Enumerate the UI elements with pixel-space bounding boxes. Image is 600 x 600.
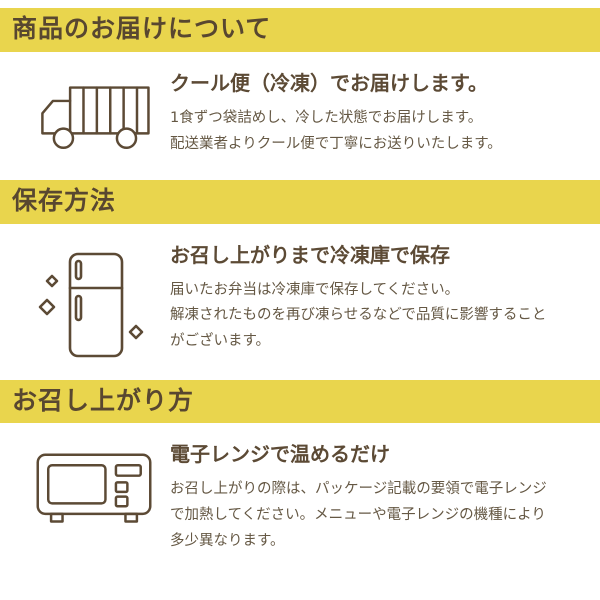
section-header-how-to-eat: お召し上がり方 xyxy=(0,379,600,424)
section-how-to-eat: お召し上がり方 電子レンジで温め xyxy=(0,379,600,571)
storage-body: 届いたお弁当は冷凍庫で保存してください。 解凍されたものを再び凍らせるなどで品質… xyxy=(170,281,547,350)
delivery-text-block: クール便（冷凍）でお届けします。 1食ずつ袋詰めし、冷した状態でお届けします。 … xyxy=(170,68,550,158)
section-content-how-to-eat: 電子レンジで温めるだけ お召し上がりの際は、パッケージ記載の要領で電子レンジで加… xyxy=(0,423,600,570)
refrigerator-icon xyxy=(18,240,170,364)
section-content-delivery: クール便（冷凍）でお届けします。 1食ずつ袋詰めし、冷した状態でお届けします。 … xyxy=(0,52,600,180)
microwave-icon xyxy=(18,439,170,531)
storage-text-block: お召し上がりまで冷凍庫で保存 届いたお弁当は冷凍庫で保存してください。 解凍され… xyxy=(170,240,550,355)
delivery-body: 1食ずつ袋詰めし、冷した状態でお届けします。 配送業者よりクール便で丁寧にお送り… xyxy=(170,109,502,152)
section-header-storage: 保存方法 xyxy=(0,179,600,224)
storage-title: お召し上がりまで冷凍庫で保存 xyxy=(170,242,450,267)
how-to-eat-title: 電子レンジで温めるだけ xyxy=(170,442,390,467)
how-to-eat-text-block: 電子レンジで温めるだけ お召し上がりの際は、パッケージ記載の要領で電子レンジで加… xyxy=(170,439,550,554)
section-delivery: 商品のお届けについて クール便（ xyxy=(0,8,600,180)
section-header-delivery: 商品のお届けについて xyxy=(0,8,600,52)
product-info-page: 商品のお届けについて クール便（ xyxy=(0,8,600,571)
how-to-eat-body: お召し上がりの際は、パッケージ記載の要領で電子レンジで加熱してください。メニュー… xyxy=(170,481,547,549)
section-content-storage: お召し上がりまで冷凍庫で保存 届いたお弁当は冷凍庫で保存してください。 解凍され… xyxy=(0,224,600,380)
section-storage: 保存方法 お召し上がりまで冷凍庫で保存 届いたお弁当は冷凍庫 xyxy=(0,179,600,380)
truck-icon xyxy=(18,68,170,164)
delivery-title: クール便（冷凍）でお届けします。 xyxy=(170,70,488,95)
